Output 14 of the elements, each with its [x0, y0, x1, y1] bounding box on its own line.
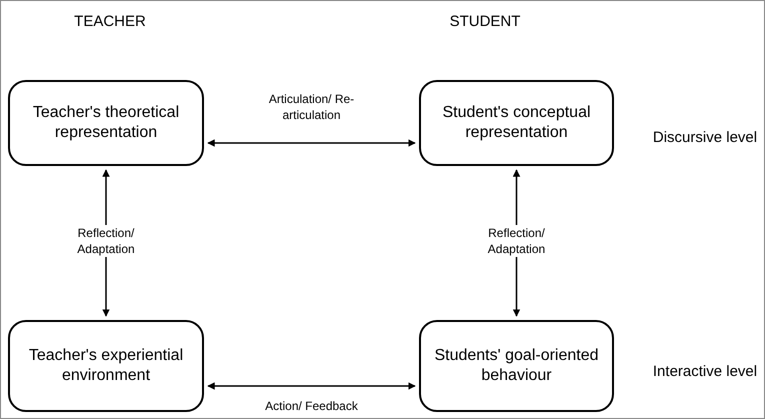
level-label: Discursive level [652, 128, 758, 148]
box-text: Teacher's theoretical representation [32, 103, 180, 143]
rounded-box [419, 80, 614, 166]
double-arrow [207, 139, 416, 147]
rounded-box [8, 320, 204, 412]
box-text: Student's conceptual representation [441, 103, 592, 143]
rounded-box [419, 320, 614, 412]
box-text: Teacher's experiential environment [28, 346, 184, 386]
box-text: Students' goal-oriented behaviour [433, 346, 600, 386]
level-label: Interactive level [652, 362, 758, 382]
rounded-box [8, 80, 204, 166]
column-heading: STUDENT [448, 12, 522, 32]
double-arrow [207, 382, 416, 390]
column-heading: TEACHER [73, 12, 147, 32]
